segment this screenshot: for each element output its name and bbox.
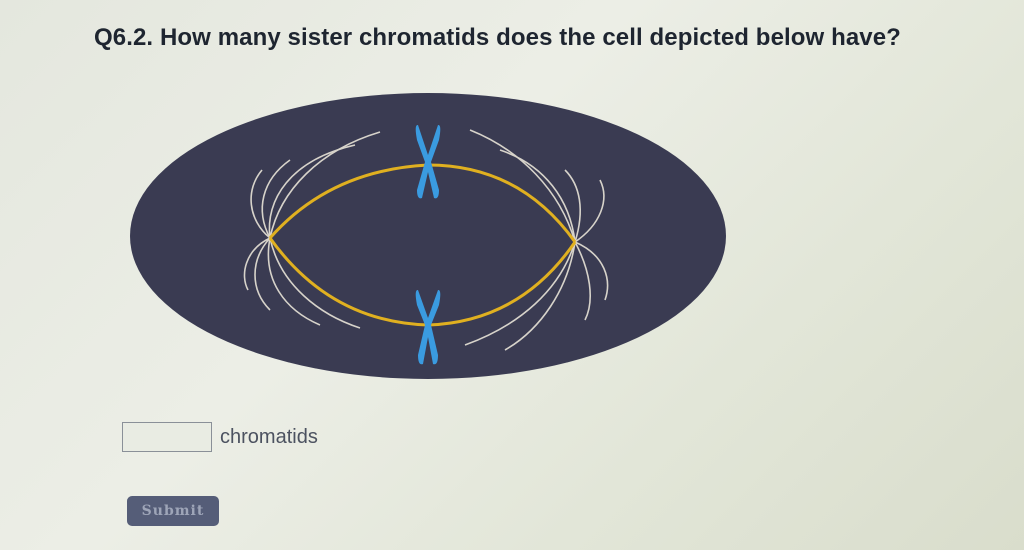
chromatids-input[interactable] xyxy=(122,422,212,452)
spindle-fibers xyxy=(243,129,609,351)
chromosome-top xyxy=(415,124,441,199)
submit-button[interactable]: Submit xyxy=(127,496,219,526)
answer-row: chromatids xyxy=(122,422,318,452)
question-title: Q6.2. How many sister chromatids does th… xyxy=(94,24,901,51)
unit-label: chromatids xyxy=(220,425,318,448)
chromosome-bottom xyxy=(415,289,441,365)
cell-body xyxy=(130,93,726,379)
